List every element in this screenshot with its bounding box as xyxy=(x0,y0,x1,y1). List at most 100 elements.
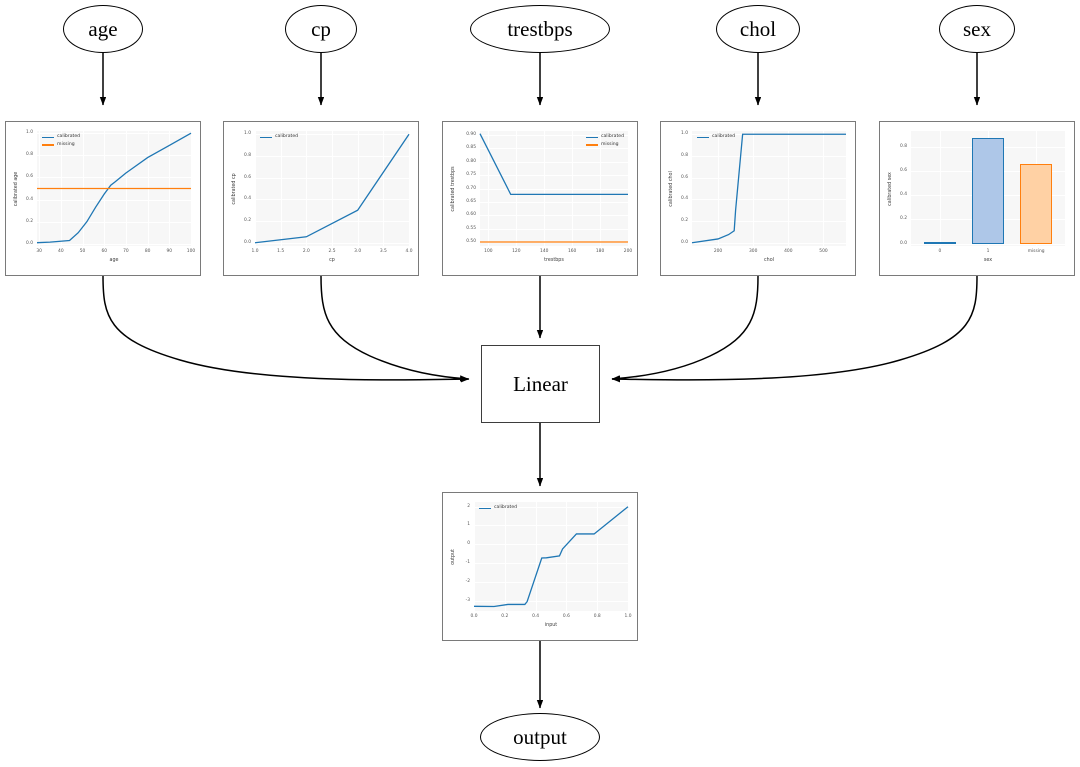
y-tick-label: 0.6 xyxy=(681,174,688,180)
x-tick-label: 4.0 xyxy=(405,249,413,254)
node-chol[interactable]: chol xyxy=(716,5,800,53)
x-tick-label: 0.2 xyxy=(501,614,509,619)
plot-area-trestbps xyxy=(480,131,629,246)
y-tick-label: 0.4 xyxy=(244,196,251,202)
gridline-horizontal xyxy=(480,175,628,177)
gridline-vertical xyxy=(597,502,599,611)
x-tick-label: 500 xyxy=(819,249,828,254)
x-tick-label: 0.4 xyxy=(532,614,540,619)
x-tick-label: 1.5 xyxy=(277,249,285,254)
node-trestbps-label: trestbps xyxy=(507,16,573,41)
gridline-vertical xyxy=(788,131,790,246)
y-tick-label: -3 xyxy=(465,597,470,603)
x-tick-label: 140 xyxy=(540,249,549,254)
y-tick-label: 0.2 xyxy=(244,217,251,223)
x-tick-label: 3.0 xyxy=(354,249,362,254)
x-tick-label: 0.8 xyxy=(593,614,601,619)
legend-swatch-icon xyxy=(260,136,272,139)
node-trestbps[interactable]: trestbps xyxy=(470,5,610,53)
y-tick-label: -2 xyxy=(465,578,470,584)
y-tick-label: 0.4 xyxy=(900,191,907,197)
node-chol-label: chol xyxy=(739,16,777,41)
y-tick-label: 1 xyxy=(467,522,470,528)
y-tick-label: 0.80 xyxy=(466,158,476,164)
y-tick-label: 0.6 xyxy=(900,167,907,173)
legend-label: calibrated xyxy=(275,134,299,139)
gridline-vertical xyxy=(383,131,385,246)
gridline-horizontal xyxy=(692,242,846,244)
node-cp[interactable]: cp xyxy=(285,5,357,53)
gridline-vertical xyxy=(504,502,506,611)
plot-area-chol xyxy=(692,131,846,246)
y-tick-label: 0.2 xyxy=(26,218,33,224)
x-tick-label: 0.0 xyxy=(470,614,478,619)
legend-chol: calibrated xyxy=(697,134,736,143)
legend-item-missing: missing xyxy=(42,142,80,148)
y-tick-label: 0.0 xyxy=(244,239,251,245)
x-tick-label: 1.0 xyxy=(624,614,632,619)
x-tick-label: 200 xyxy=(713,249,723,254)
y-tick-label: 0 xyxy=(467,541,470,547)
gridline-horizontal xyxy=(480,135,628,136)
y-tick-label: 0.8 xyxy=(900,143,907,149)
node-age[interactable]: age xyxy=(63,5,143,53)
x-tick-label: 1.0 xyxy=(251,249,259,254)
gridline-horizontal xyxy=(480,188,628,190)
series-calibrated xyxy=(691,133,846,244)
gridline-vertical xyxy=(628,131,629,246)
bar-missing xyxy=(1020,163,1053,244)
gridline-vertical xyxy=(409,131,410,246)
node-output[interactable]: output xyxy=(480,713,600,761)
y-tick-label: 0.70 xyxy=(466,185,476,191)
x-tick-label: 1 xyxy=(986,249,990,254)
x-tick-label: 80 xyxy=(144,249,151,254)
edge-chol-chart-to-linear xyxy=(611,275,759,382)
x-axis-label: input xyxy=(544,623,558,628)
gridline-vertical xyxy=(306,131,308,246)
y-tick-label: 1.0 xyxy=(681,131,688,137)
legend-swatch-icon xyxy=(585,144,598,146)
y-tick-label: 0.90 xyxy=(466,131,476,137)
legend-swatch-icon xyxy=(585,136,598,139)
node-sex[interactable]: sex xyxy=(939,5,1015,53)
gridline-horizontal xyxy=(692,177,846,179)
legend-label: calibrated xyxy=(712,134,736,139)
y-tick-label: 0.6 xyxy=(26,174,33,180)
gridline-horizontal xyxy=(37,177,191,179)
x-tick-label: 120 xyxy=(512,249,521,254)
x-tick-label: 2.0 xyxy=(302,249,310,254)
x-tick-label: 3.5 xyxy=(379,249,387,254)
bar-1 xyxy=(972,138,1004,244)
legend-swatch-icon xyxy=(479,507,491,510)
gridline-vertical xyxy=(823,131,825,246)
gridline-horizontal xyxy=(474,525,628,527)
node-linear[interactable]: Linear xyxy=(481,345,600,423)
y-tick-label: 0.2 xyxy=(900,216,907,222)
y-tick-label: 0.0 xyxy=(681,239,688,245)
gridline-vertical xyxy=(516,131,518,246)
x-tick-label: 50 xyxy=(79,249,86,254)
x-tick-label: 90 xyxy=(166,249,173,254)
y-tick-label: 0.8 xyxy=(681,152,688,158)
legend-item-calibrated: calibrated xyxy=(585,134,624,140)
y-tick-label: 0.55 xyxy=(466,225,476,231)
y-tick-label: 0.85 xyxy=(466,145,476,151)
gridline-vertical xyxy=(566,502,568,611)
series-layer-output xyxy=(473,506,629,608)
x-tick-label: 2.5 xyxy=(328,249,336,254)
series-calibrated xyxy=(473,506,629,608)
legend-swatch-icon xyxy=(697,136,709,139)
y-tick-label: 0.60 xyxy=(466,212,476,218)
gridline-vertical xyxy=(572,131,574,246)
y-tick-label: 1.0 xyxy=(26,130,33,135)
series-layer-chol xyxy=(691,133,846,244)
node-sex-label: sex xyxy=(963,16,991,41)
x-tick-label: 100 xyxy=(484,249,493,254)
